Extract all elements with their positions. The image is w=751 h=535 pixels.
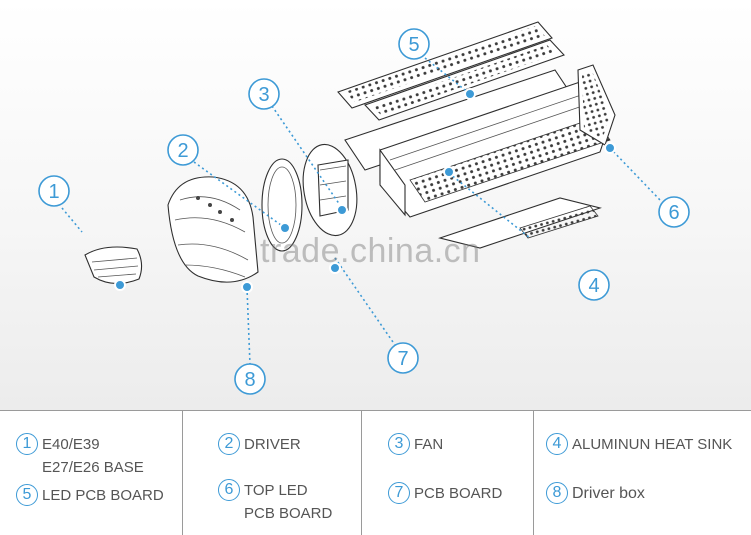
legend-label: E40/E39 bbox=[42, 436, 100, 453]
lamp-base-part bbox=[84, 246, 143, 285]
fan-part bbox=[302, 143, 358, 237]
callout-4: 4 bbox=[578, 269, 610, 301]
legend-divider bbox=[182, 411, 183, 535]
legend-item-top-led: 6 TOP LED PCB BOARD bbox=[218, 479, 332, 525]
legend-label: PCB BOARD bbox=[414, 485, 503, 502]
legend-label: PCB BOARD bbox=[244, 505, 333, 522]
legend-label: LED PCB BOARD bbox=[42, 487, 164, 504]
driver-box-part bbox=[167, 176, 259, 283]
legend-number: 8 bbox=[546, 482, 568, 504]
legend-label: TOP LED bbox=[244, 482, 308, 499]
driver-disk-part bbox=[261, 158, 303, 252]
background-gradient bbox=[0, 0, 751, 410]
legend-number: 1 bbox=[16, 433, 38, 455]
legend-item-led-pcb: 5 LED PCB BOARD bbox=[16, 484, 164, 507]
callout-2: 2 bbox=[167, 134, 199, 166]
legend-number: 5 bbox=[16, 484, 38, 506]
legend-number: 7 bbox=[388, 482, 410, 504]
callout-4-number: 4 bbox=[588, 275, 599, 297]
callout-8-number: 8 bbox=[244, 369, 255, 391]
heat-sink-part bbox=[344, 69, 611, 218]
callout-1: 1 bbox=[38, 175, 70, 207]
legend-label: FAN bbox=[414, 436, 444, 453]
legend-divider bbox=[533, 411, 534, 535]
legend-number: 6 bbox=[218, 479, 240, 501]
legend-divider bbox=[361, 411, 362, 535]
legend-label: E27/E26 BASE bbox=[42, 459, 144, 476]
legend-label: Driver box bbox=[572, 485, 645, 502]
legend-number: 3 bbox=[388, 433, 410, 455]
callout-6-number: 6 bbox=[668, 202, 679, 224]
led-pcb-strips-part bbox=[337, 21, 565, 121]
watermark: trade.china.cn bbox=[260, 232, 481, 270]
exploded-view: 1 2 3 4 5 6 7 bbox=[0, 0, 751, 410]
legend-item-driver: 2 DRIVER bbox=[218, 433, 301, 456]
legend-number: 4 bbox=[546, 433, 568, 455]
callout-1-number: 1 bbox=[48, 181, 59, 203]
legend-item-heat-sink: 4 ALUMINUN HEAT SINK bbox=[546, 433, 732, 456]
legend-label: DRIVER bbox=[244, 436, 301, 453]
exploded-view-svg: 1 2 3 4 5 6 7 bbox=[0, 0, 751, 410]
pcb-board-part bbox=[438, 197, 602, 249]
leader-lines bbox=[61, 57, 661, 366]
anchor-dots bbox=[114, 88, 616, 293]
callout-3: 3 bbox=[248, 78, 280, 110]
legend-item-driver-box: 8 Driver box bbox=[546, 482, 645, 505]
callout-8: 8 bbox=[234, 363, 266, 395]
legend-item-pcb-board: 7 PCB BOARD bbox=[388, 482, 502, 505]
top-led-panel-part bbox=[577, 64, 616, 146]
callout-7-number: 7 bbox=[397, 348, 408, 370]
parts-legend: 1 E40/E39 E27/E26 BASE 2 DRIVER 3 FAN 4 … bbox=[0, 410, 751, 535]
legend-item-fan: 3 FAN bbox=[388, 433, 443, 456]
callout-2-number: 2 bbox=[177, 140, 188, 162]
callout-5-number: 5 bbox=[408, 34, 419, 56]
legend-item-base: 1 E40/E39 E27/E26 BASE bbox=[16, 433, 144, 479]
legend-number: 2 bbox=[218, 433, 240, 455]
callout-7: 7 bbox=[387, 342, 419, 374]
callout-3-number: 3 bbox=[258, 84, 269, 106]
callout-6: 6 bbox=[658, 196, 690, 228]
legend-label: ALUMINUN HEAT SINK bbox=[572, 436, 733, 453]
callout-5: 5 bbox=[398, 28, 430, 60]
